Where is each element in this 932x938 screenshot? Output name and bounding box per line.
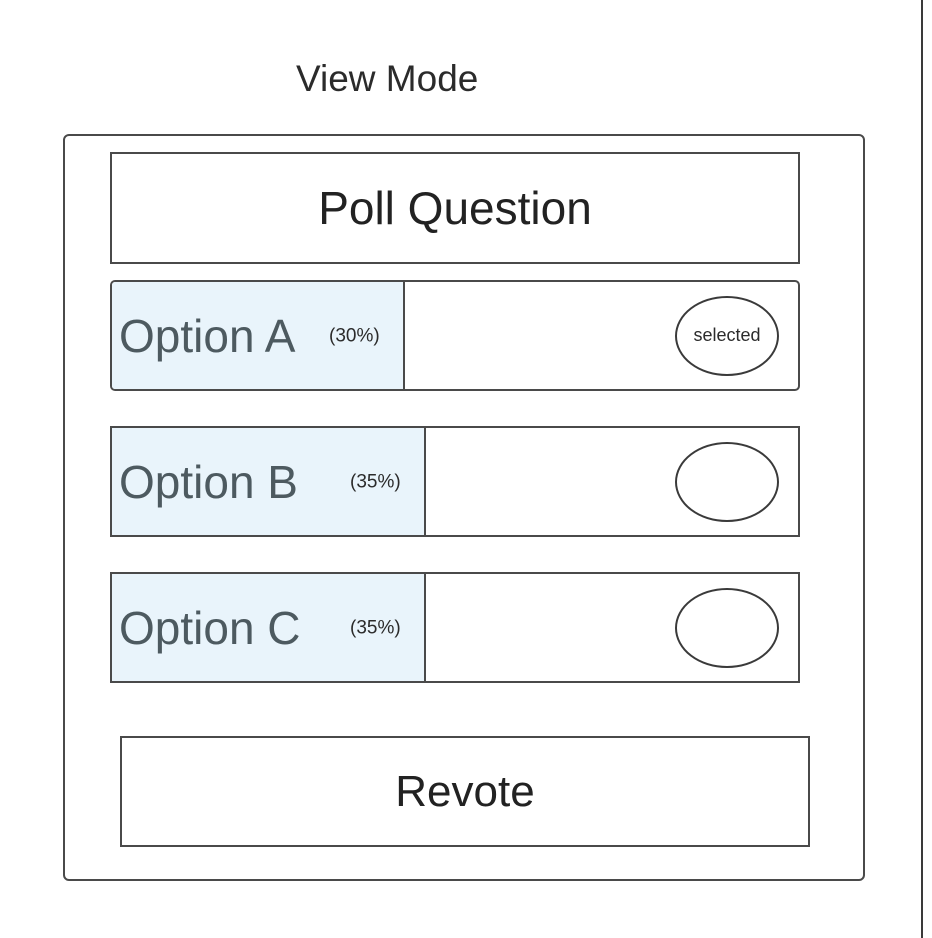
option-c-result-bar (112, 574, 426, 681)
option-a-label: Option A (119, 309, 296, 362)
revote-button[interactable]: Revote (120, 736, 810, 847)
poll-option-b[interactable]: Option B (35%) (110, 426, 800, 537)
option-a-result-bar (112, 282, 405, 389)
option-a-radio[interactable]: selected (675, 295, 779, 376)
poll-option-a[interactable]: Option A (30%) selected (110, 280, 800, 391)
option-a-percent: (30%) (329, 325, 380, 346)
poll-option-c[interactable]: Option C (35%) (110, 572, 800, 683)
option-b-result-bar (112, 428, 426, 535)
option-b-percent: (35%) (350, 471, 401, 492)
option-b-radio[interactable] (675, 441, 779, 522)
option-b-label: Option B (119, 455, 298, 508)
poll-card (63, 134, 865, 881)
option-c-percent: (35%) (350, 617, 401, 638)
option-c-radio[interactable] (675, 587, 779, 668)
right-edge-divider (921, 0, 923, 938)
option-c-label: Option C (119, 601, 301, 654)
option-a-selected-text: selected (693, 325, 761, 345)
view-mode-title: View Mode (296, 58, 479, 99)
poll-question: Poll Question (110, 152, 800, 264)
